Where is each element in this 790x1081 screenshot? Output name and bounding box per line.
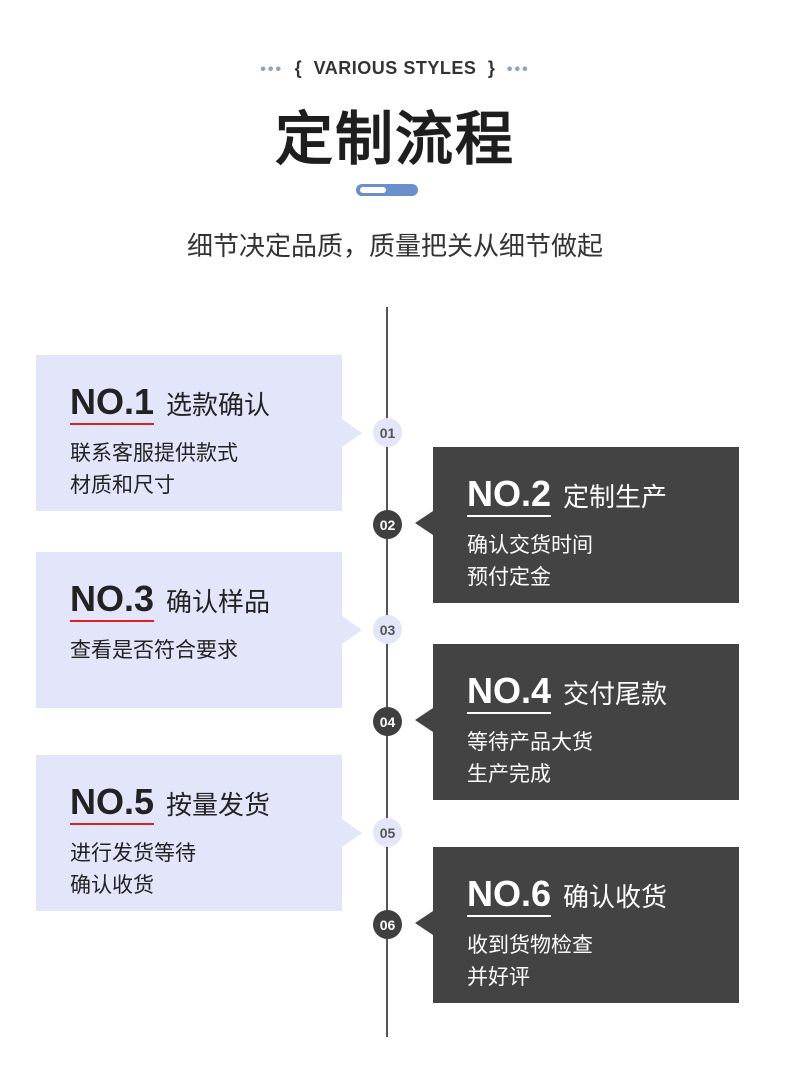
- step-number: NO.6: [467, 875, 552, 917]
- step-number: NO.4: [467, 672, 552, 714]
- step-description: 查看是否符合要求: [70, 634, 342, 666]
- brace-right: }: [487, 58, 496, 78]
- step-number: NO.3: [70, 580, 155, 622]
- timeline-node-06: 06: [373, 910, 402, 939]
- timeline-node-03: 03: [373, 615, 402, 644]
- step-description-line: 确认收货: [70, 873, 154, 897]
- step-card-header: NO.2 定制生产: [467, 473, 739, 517]
- step-card-4: NO.4 交付尾款 等待产品大货 生产完成: [415, 644, 739, 800]
- pill-decoration: [356, 184, 418, 196]
- step-name: 定制生产: [563, 483, 668, 513]
- dots-decoration-left: •••: [260, 61, 284, 78]
- step-description-line: 查看是否符合要求: [70, 638, 238, 662]
- timeline-node-02: 02: [373, 510, 402, 539]
- step-card-header: NO.5 按量发货: [70, 781, 342, 825]
- step-name: 选款确认: [166, 391, 271, 421]
- eyebrow-text: VARIOUS STYLES: [313, 58, 477, 78]
- step-card-6: NO.6 确认收货 收到货物检查 并好评: [415, 847, 739, 1003]
- step-description-line: 预付定金: [467, 565, 551, 589]
- step-card-2: NO.2 定制生产 确认交货时间 预付定金: [415, 447, 739, 603]
- step-description: 收到货物检查 并好评: [467, 929, 739, 993]
- step-name: 按量发货: [166, 791, 271, 821]
- step-card-3: NO.3 确认样品 查看是否符合要求: [36, 552, 362, 708]
- step-card-header: NO.1 选款确认: [70, 381, 342, 425]
- timeline-node-05: 05: [373, 818, 402, 847]
- step-description-line: 材质和尺寸: [70, 473, 175, 497]
- step-number: NO.2: [467, 475, 552, 517]
- timeline-node-01: 01: [373, 418, 402, 447]
- timeline-line: [386, 307, 388, 1037]
- step-card-1: NO.1 选款确认 联系客服提供款式 材质和尺寸: [36, 355, 362, 511]
- step-card-header: NO.6 确认收货: [467, 873, 739, 917]
- step-description: 进行发货等待 确认收货: [70, 837, 342, 901]
- step-name: 交付尾款: [563, 680, 668, 710]
- step-name: 确认样品: [166, 588, 271, 618]
- step-description-line: 等待产品大货: [467, 730, 593, 754]
- step-number: NO.5: [70, 783, 155, 825]
- dots-decoration-right: •••: [506, 61, 530, 78]
- pill-highlight: [360, 187, 386, 193]
- page-subtitle: 细节决定品质，质量把关从细节做起: [186, 232, 603, 262]
- step-description-line: 收到货物检查: [467, 933, 593, 957]
- eyebrow-heading: ••• { VARIOUS STYLES } •••: [0, 58, 790, 79]
- step-description: 确认交货时间 预付定金: [467, 529, 739, 593]
- page-title: 定制流程: [274, 105, 515, 173]
- step-description: 等待产品大货 生产完成: [467, 726, 739, 790]
- step-name: 确认收货: [563, 883, 668, 913]
- step-description-line: 进行发货等待: [70, 841, 196, 865]
- step-card-5: NO.5 按量发货 进行发货等待 确认收货: [36, 755, 362, 911]
- step-number: NO.1: [70, 383, 155, 425]
- step-description-line: 生产完成: [467, 762, 551, 786]
- step-description-line: 联系客服提供款式: [70, 441, 238, 465]
- brace-left: {: [294, 58, 303, 78]
- timeline-node-04: 04: [373, 707, 402, 736]
- step-description: 联系客服提供款式 材质和尺寸: [70, 437, 342, 501]
- step-card-header: NO.4 交付尾款: [467, 670, 739, 714]
- step-card-header: NO.3 确认样品: [70, 578, 342, 622]
- step-description-line: 确认交货时间: [467, 533, 593, 557]
- step-description-line: 并好评: [467, 965, 530, 989]
